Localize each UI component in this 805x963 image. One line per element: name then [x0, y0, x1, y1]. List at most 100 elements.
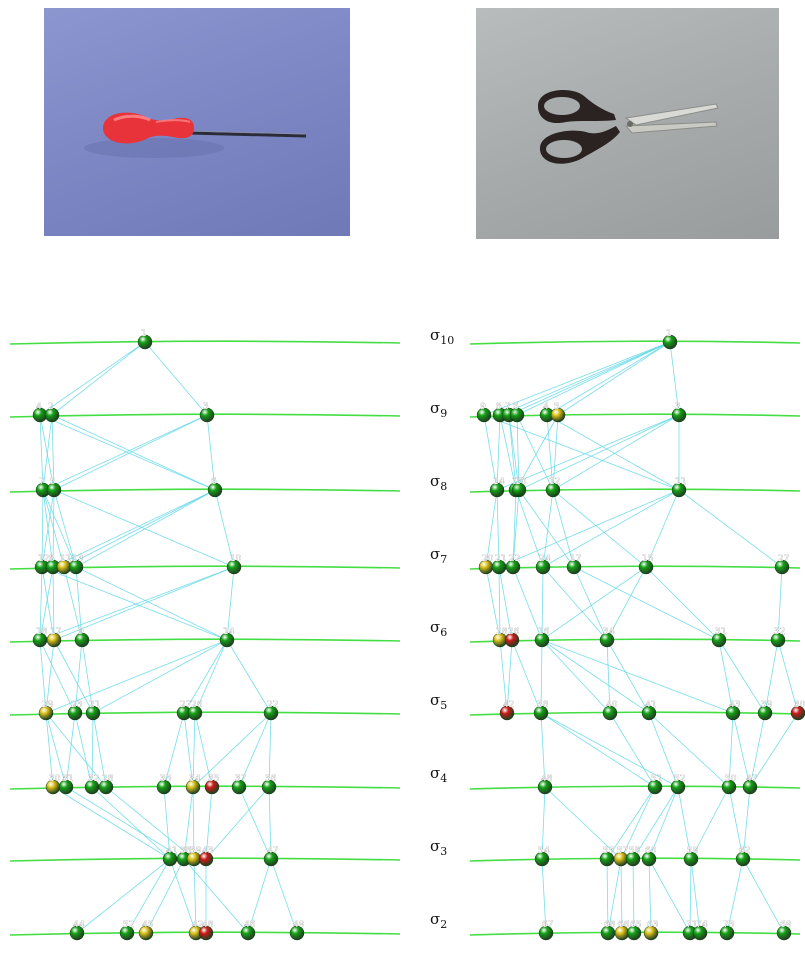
- node-sphere: [219, 632, 235, 648]
- node-sphere: [511, 482, 527, 498]
- graph-edge: [194, 639, 228, 714]
- graph-edge: [742, 858, 785, 934]
- node-label: 39: [190, 846, 202, 856]
- scale-label-sigma-8: σ8: [430, 472, 448, 493]
- graph-edge: [552, 414, 559, 491]
- node-label: 28: [102, 774, 114, 784]
- graph-edge: [515, 414, 559, 491]
- graph-edge: [541, 566, 544, 641]
- graph-edge: [39, 566, 43, 641]
- graph-edge: [689, 858, 692, 934]
- graph-node: 68: [600, 920, 616, 941]
- node-sphere: [670, 779, 686, 795]
- node-sphere: [67, 705, 83, 721]
- graph-edge: [205, 786, 213, 860]
- node-label: 7: [505, 402, 511, 412]
- graph-node: 71: [682, 920, 698, 941]
- scale-label-sigma-3: σ3: [430, 837, 448, 858]
- graph-edge: [45, 712, 107, 788]
- node-label: 20: [482, 554, 494, 564]
- node-label: 67: [542, 920, 553, 930]
- graph-node: 46: [240, 920, 256, 941]
- node-sphere: [671, 482, 687, 498]
- node-sphere: [509, 407, 525, 423]
- graph-edge: [648, 712, 730, 788]
- graph-edge: [52, 566, 55, 641]
- node-label: 4: [543, 402, 549, 412]
- graph-edge: [63, 489, 216, 568]
- graph-edge: [540, 712, 656, 788]
- graph-edge: [648, 786, 679, 860]
- graph-node: 38: [533, 700, 549, 721]
- graph-edge: [92, 639, 228, 714]
- node-label: 5: [554, 402, 560, 412]
- graph-edge: [499, 639, 508, 714]
- graph-node: 5: [550, 402, 566, 423]
- graph-edge: [607, 858, 622, 934]
- graph-edge: [39, 341, 146, 416]
- graph-edge: [541, 639, 611, 714]
- graph-node: 30: [45, 774, 61, 795]
- graph-node: 52: [119, 920, 135, 941]
- graph-edge: [552, 489, 575, 568]
- graph-edge: [238, 786, 272, 860]
- graph-edge: [163, 786, 171, 860]
- graph-edge: [41, 489, 44, 568]
- graph-node: 48: [537, 774, 553, 795]
- graph-node: 31: [711, 627, 727, 648]
- node-label: 9: [78, 627, 84, 637]
- graph-edge: [728, 786, 744, 860]
- node-label: 38: [180, 846, 192, 856]
- graph-node: 11: [671, 477, 687, 498]
- graph-edge: [270, 858, 298, 934]
- node-label: 3: [675, 402, 681, 412]
- graph-edge: [226, 639, 272, 714]
- graph-edge: [183, 858, 249, 934]
- node-sphere: [38, 705, 54, 721]
- graph-edge: [268, 712, 272, 788]
- graph-node: 10: [511, 477, 527, 498]
- node-label: 42: [503, 700, 514, 710]
- graph-node: 1: [662, 329, 678, 350]
- node-label: 47: [267, 846, 278, 856]
- graph-edge: [573, 566, 608, 641]
- node-sphere: [261, 779, 277, 795]
- node-label: 17: [50, 627, 61, 637]
- graph-edge: [81, 639, 94, 714]
- node-label: 74: [696, 920, 708, 930]
- graph-node: 27: [176, 700, 192, 721]
- graph-edges: [39, 341, 799, 934]
- graph-node: 58: [625, 846, 641, 867]
- graph-edge: [606, 858, 609, 934]
- graph-edge: [546, 414, 554, 491]
- graph-edge: [483, 341, 671, 416]
- graph-node: 32: [84, 774, 100, 795]
- graph-edge: [499, 341, 671, 416]
- node-label: 24: [539, 554, 551, 564]
- graph-edge: [42, 489, 77, 568]
- graph-edge: [541, 639, 734, 714]
- node-sphere: [138, 925, 154, 941]
- node-label: 39: [761, 700, 773, 710]
- graph-edge: [51, 341, 146, 416]
- graph-edge: [485, 489, 498, 568]
- node-label: 21: [89, 700, 100, 710]
- node-label: 18: [36, 627, 48, 637]
- graph-edge: [542, 489, 680, 568]
- node-label: 16: [538, 627, 550, 637]
- node-sphere: [626, 925, 642, 941]
- graph-edge: [542, 489, 554, 568]
- scale-label-sigma-5: σ5: [430, 691, 448, 712]
- scale-label-sigma-2: σ2: [430, 910, 448, 931]
- node-label: 27: [180, 700, 191, 710]
- node-label: 40: [606, 700, 618, 710]
- graph-edge: [606, 566, 647, 641]
- graph-edge: [192, 786, 195, 860]
- scale-line: [9, 638, 401, 643]
- node-sphere: [643, 925, 659, 941]
- node-label: 52: [674, 774, 685, 784]
- graph-edge: [777, 566, 783, 641]
- graph-node: 14: [219, 627, 235, 648]
- graph-node: 47: [263, 846, 279, 867]
